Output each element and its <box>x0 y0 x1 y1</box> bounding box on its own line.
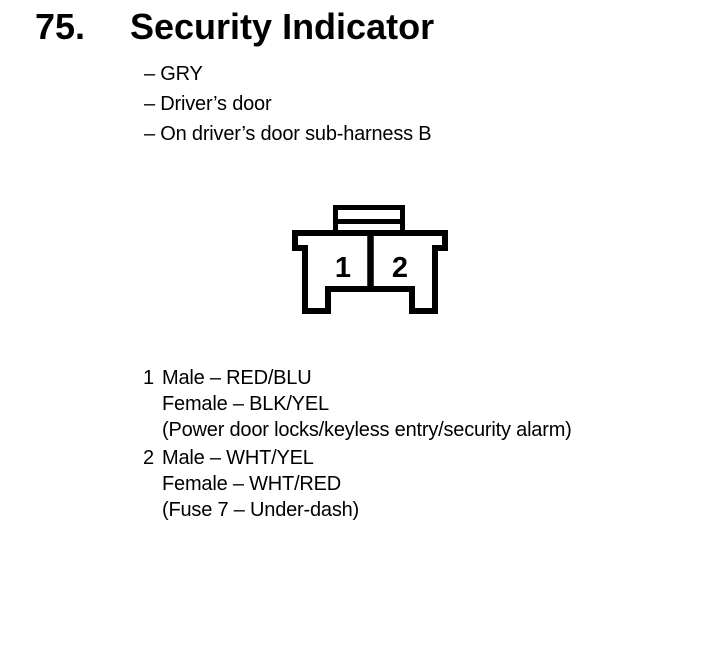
pin-male-wire: Male – RED/BLU <box>162 367 312 389</box>
pin-female-wire: Female – BLK/YEL <box>162 393 329 415</box>
pin-male-wire: Male – WHT/YEL <box>162 447 314 469</box>
pin-circuit-note: (Fuse 7 – Under-dash) <box>162 499 360 521</box>
pin-2-label: 2 <box>392 252 408 284</box>
section-title: Security Indicator <box>130 6 435 47</box>
section-number: 75. <box>35 6 86 47</box>
note-line-location: – Driver’s door <box>144 93 272 115</box>
connector-diagram: 1 2 <box>288 198 452 320</box>
pin-circuit-note: (Power door locks/keyless entry/security… <box>162 419 572 441</box>
pin-number: 2 <box>143 447 154 469</box>
pin-wire-info: Male – RED/BLU Female – BLK/YEL (Power d… <box>162 365 572 443</box>
pin-1-label: 1 <box>335 252 351 284</box>
note-line-harness: – On driver’s door sub-harness B <box>144 123 432 145</box>
pin-legend-item-2: 2 Male – WHT/YEL Female – WHT/RED (Fuse … <box>143 445 572 523</box>
pin-female-wire: Female – WHT/RED <box>162 473 342 495</box>
connector-lock-tab <box>333 205 405 236</box>
note-line-color: – GRY <box>144 63 203 85</box>
section-heading: 75. Security Indicator <box>35 6 434 47</box>
pin-number: 1 <box>143 367 154 389</box>
pin-legend: 1 Male – RED/BLU Female – BLK/YEL (Power… <box>143 365 572 523</box>
connector-notes: – GRY – Driver’s door – On driver’s door… <box>144 59 432 149</box>
pin-wire-info: Male – WHT/YEL Female – WHT/RED (Fuse 7 … <box>162 445 359 523</box>
pin-legend-item-1: 1 Male – RED/BLU Female – BLK/YEL (Power… <box>143 365 572 443</box>
